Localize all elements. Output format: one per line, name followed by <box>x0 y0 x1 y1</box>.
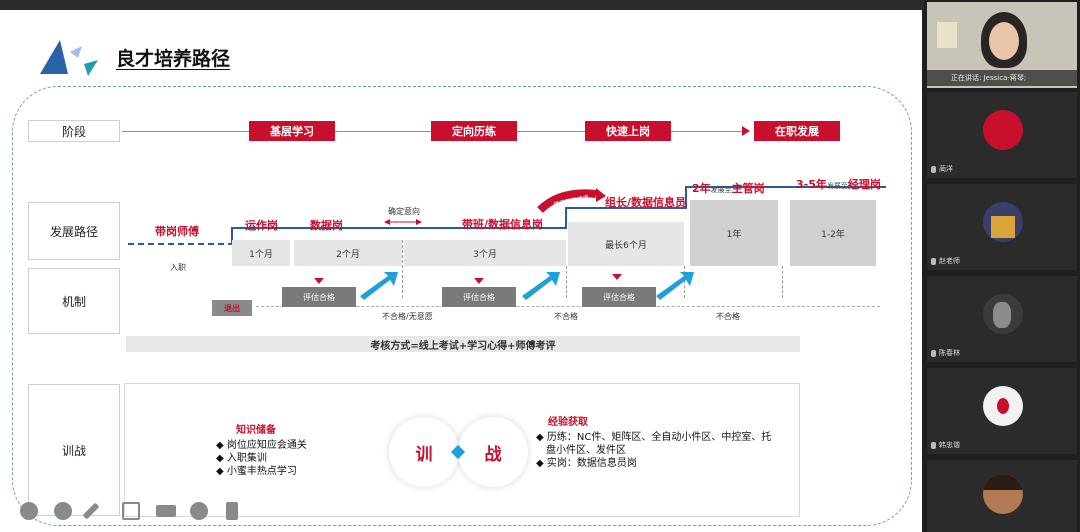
top-bar <box>0 0 1080 10</box>
fight-circle: 战 <box>458 417 528 487</box>
avatar <box>983 474 1023 514</box>
row-label-training: 训战 <box>28 384 120 516</box>
participant-tile[interactable]: 陈春林 <box>927 276 1077 362</box>
participant-tile[interactable]: 赵老师 <box>927 184 1077 270</box>
eval-box-3: 评估合格 <box>582 287 656 307</box>
avatar <box>983 110 1023 150</box>
duration-2: 2个月 <box>294 240 402 266</box>
stage-box-3: 快速上岗 <box>585 121 671 141</box>
mic-icon <box>931 350 936 357</box>
screenshot-icon[interactable] <box>122 502 140 520</box>
participant-tile[interactable]: 韩忠谐 <box>927 368 1077 454</box>
stage-data: 数据岗 <box>310 219 343 232</box>
avatar <box>983 202 1023 242</box>
training-panel <box>124 383 800 517</box>
participant-tile[interactable] <box>927 460 1077 532</box>
knowledge-item: ◆ 入职集训 <box>216 453 267 464</box>
next-icon[interactable] <box>54 502 72 520</box>
mic-icon <box>931 166 936 173</box>
mic-icon <box>931 258 936 265</box>
exit-box: 退出 <box>212 300 252 316</box>
more-icon[interactable] <box>190 502 208 520</box>
experience-item: ◆ 实岗：数据信息员岗 <box>536 458 637 469</box>
stage-box-2: 定向历练 <box>431 121 517 141</box>
duration-6: 1-2年 <box>790 200 876 266</box>
mic-icon <box>931 442 936 449</box>
pass-arrows <box>360 272 694 300</box>
divider-2 <box>566 266 567 298</box>
stage-box-1: 基层学习 <box>249 121 335 141</box>
content-frame <box>12 86 912 526</box>
phone-icon[interactable] <box>226 502 238 520</box>
slide-title: 良才培养路径 <box>116 48 231 70</box>
down-arrow-icon <box>612 274 622 280</box>
duration-1: 1个月 <box>232 240 290 266</box>
duration-3: 3个月 <box>404 240 566 266</box>
experience-item: ◆ 历练：NC件、矩阵区、全自动小件区、中控室、托 <box>536 432 772 443</box>
experience-item: 盘小件区、发件区 <box>546 445 626 456</box>
logo-icon <box>40 40 98 76</box>
stage-team-lead: 带班/数据信息岗 <box>462 218 544 231</box>
fail-label-3: 不合格 <box>716 312 740 321</box>
stage-mentor: 带岗师傅 <box>155 225 199 238</box>
participant-name: 赵老师 <box>939 257 960 265</box>
train-circle: 训 <box>389 417 459 487</box>
speaking-indicator: 正在讲话: Jessica-蒋琴; <box>927 70 1077 86</box>
knowledge-item: ◆ 岗位应知应会通关 <box>216 440 307 451</box>
avatar <box>983 386 1023 426</box>
confirm-label: 确定意向 <box>388 207 420 216</box>
exit-line <box>256 306 880 307</box>
path-step-line <box>128 186 886 245</box>
stage-group-lead: 组长/数据信息员 <box>605 196 687 209</box>
avatar <box>983 294 1023 334</box>
stage-arrow-icon <box>742 126 750 136</box>
divider-1 <box>402 240 403 298</box>
knowledge-item: ◆ 小蜜丰热点学习 <box>216 466 297 477</box>
prev-icon[interactable] <box>20 502 38 520</box>
down-arrow-icon <box>474 278 484 284</box>
fail-label-2: 不合格 <box>554 312 578 321</box>
participant-name: 陈春林 <box>939 349 960 357</box>
row-label-stage: 阶段 <box>28 120 120 142</box>
down-arrow-icon <box>314 278 324 284</box>
participant-tile[interactable]: 蔺洋 <box>927 92 1077 178</box>
experience-title: 经验获取 <box>548 417 588 428</box>
eval-box-2: 评估合格 <box>442 287 516 307</box>
row-label-mechanism: 机制 <box>28 268 120 334</box>
knowledge-title: 知识储备 <box>236 425 276 436</box>
entry-label: 入职 <box>170 263 186 272</box>
divider-3 <box>684 266 685 298</box>
fail-label-1: 不合格/无意愿 <box>382 312 433 321</box>
stage-manager: 3-5年发展至经理岗 <box>796 178 881 191</box>
camera-icon[interactable] <box>156 505 176 517</box>
participant-name: 蔺洋 <box>939 165 953 173</box>
divider-4 <box>782 266 783 298</box>
duration-5: 1年 <box>690 200 778 266</box>
presentation-slide: 良才培养路径 阶段 发展路径 机制 训战 基层学习 定向历练 快速上岗 在职发展… <box>0 10 922 532</box>
row-label-path: 发展路径 <box>28 202 120 260</box>
eval-box-1: 评估合格 <box>282 287 356 307</box>
stage-box-4: 在职发展 <box>754 121 840 141</box>
stage-ops: 运作岗 <box>245 219 278 232</box>
assessment-banner: 考核方式=线上考试+学习心得+师傅考评 <box>126 336 800 352</box>
duration-4: 最长6个月 <box>568 222 684 266</box>
stage-supervisor: 2年发展至主管岗 <box>692 182 765 195</box>
participant-name: 韩忠谐 <box>939 441 960 449</box>
